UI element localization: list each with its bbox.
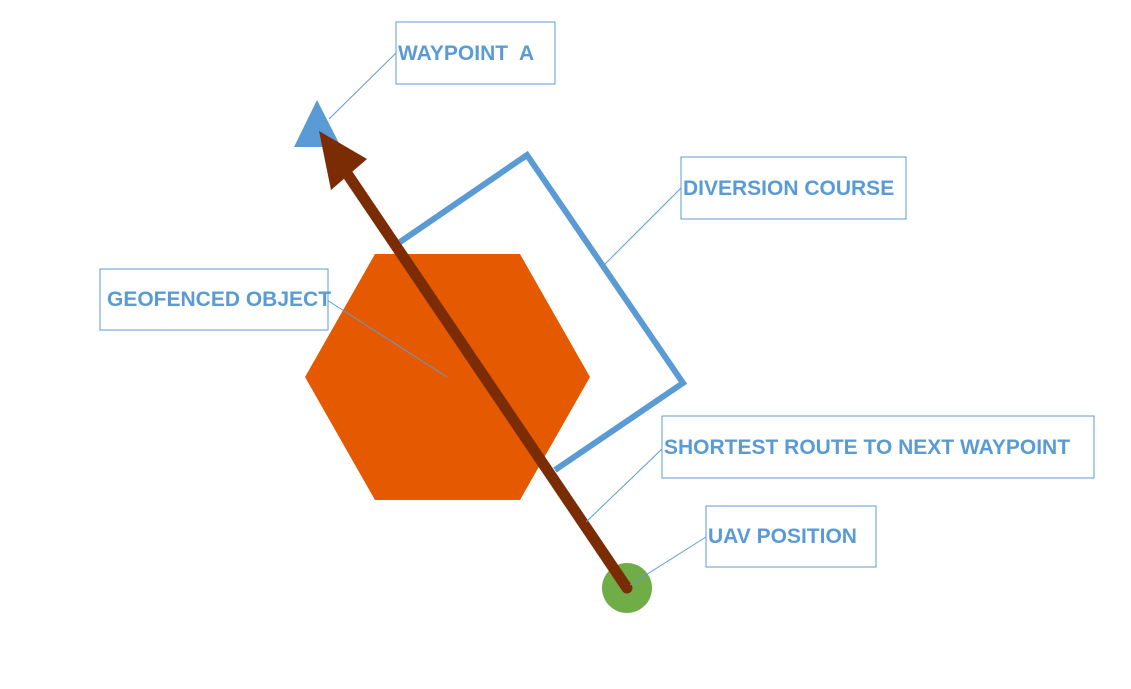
waypoint-a-leader-line <box>328 52 397 120</box>
shortest-route-label: SHORTEST ROUTE TO NEXT WAYPOINT <box>664 436 1070 459</box>
uav-position-leader-line <box>629 536 707 586</box>
geofenced-object-callout <box>99 268 329 331</box>
waypoint-a-triangle-icon <box>294 100 341 147</box>
shortest-route-leader-line <box>585 447 664 523</box>
uav-position-callout <box>705 505 877 568</box>
uav-position-label: UAV POSITION <box>708 525 857 548</box>
geofenced-object-leader-line <box>326 299 448 378</box>
diversion-course-leader-line <box>604 187 682 265</box>
diversion-course-path <box>398 150 688 473</box>
shortest-route-arrowhead <box>319 131 367 190</box>
shortest-route-callout <box>661 415 1095 479</box>
waypoint-a-callout <box>395 21 556 85</box>
geofenced-object-label: GEOFENCED OBJECT <box>107 288 331 311</box>
diversion-course-label: DIVERSION COURSE <box>683 177 894 200</box>
diversion-course-callout <box>680 156 907 220</box>
shortest-route-arrow-shaft <box>340 166 633 594</box>
geofenced-object-hexagon-icon <box>305 254 590 500</box>
waypoint-a-label: WAYPOINT A <box>398 42 534 65</box>
